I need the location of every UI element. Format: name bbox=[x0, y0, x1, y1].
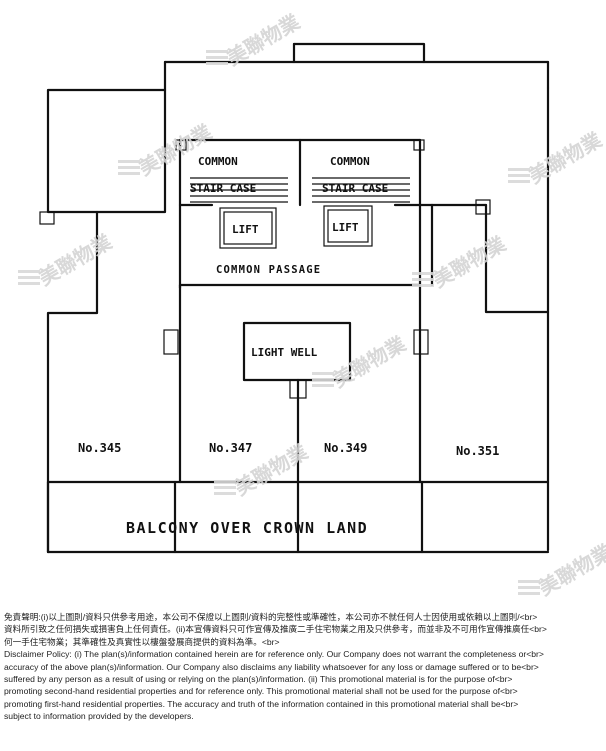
disclaimer-line: suffered by any person as a result of us… bbox=[4, 674, 513, 685]
disclaimer-line: 資料所引致之任何損失或損害負上任何責任。(ii)本宣傳資料只可作宣傳及推廣二手住… bbox=[4, 624, 547, 635]
disclaimer-line: Disclaimer Policy: (i) The plan(s)/infor… bbox=[4, 649, 544, 660]
svg-text:美聯物業: 美聯物業 bbox=[135, 119, 217, 180]
svg-text:美聯物業: 美聯物業 bbox=[525, 127, 606, 188]
label-staircase-right: STAIR CASE bbox=[322, 182, 388, 195]
svg-text:美聯物業: 美聯物業 bbox=[35, 229, 117, 290]
label-flat-349: No.349 bbox=[324, 441, 367, 455]
disclaimer-line: subject to information provided by the d… bbox=[4, 711, 194, 722]
floor-plan: COMMON STAIR CASE COMMON STAIR CASE LIFT… bbox=[18, 9, 606, 600]
watermark-logo-8: 美聯物業 bbox=[518, 539, 606, 600]
disclaimer-line: promoting second-hand residential proper… bbox=[4, 686, 518, 697]
watermark: 美聯物業 美聯物業 美聯物業 美聯物業 美聯物業 美聯物業 美聯物業 美聯物業 bbox=[18, 9, 606, 600]
plan-hatching bbox=[39, 139, 491, 399]
watermark-logo-4: 美聯物業 bbox=[18, 229, 117, 290]
label-balcony: BALCONY OVER CROWN LAND bbox=[126, 519, 368, 537]
disclaimer: 免責聲明:(i)以上圖則/資料只供參考用途，本公司不保證以上圖則/資料的完整性或… bbox=[4, 611, 604, 723]
label-flat-351: No.351 bbox=[456, 444, 499, 458]
label-staircase-left: STAIR CASE bbox=[190, 182, 256, 195]
plan-walls bbox=[46, 42, 550, 554]
label-lift-right: LIFT bbox=[332, 221, 359, 234]
label-lift-left: LIFT bbox=[232, 223, 259, 236]
disclaimer-line: 何一手住宅物業；其準確性及真實性以樓盤發展商提供的資料為準。<br> bbox=[4, 636, 280, 647]
disclaimer-line: 免責聲明:(i)以上圖則/資料只供參考用途，本公司不保證以上圖則/資料的完整性或… bbox=[4, 612, 538, 622]
watermark-logo-3: 美聯物業 bbox=[508, 127, 606, 188]
watermark-logo-6: 美聯物業 bbox=[312, 331, 411, 392]
svg-text:美聯物業: 美聯物業 bbox=[329, 331, 411, 392]
label-flat-345: No.345 bbox=[78, 441, 121, 455]
room-labels: COMMON STAIR CASE COMMON STAIR CASE LIFT… bbox=[78, 155, 499, 537]
watermark-logo-2: 美聯物業 bbox=[118, 119, 217, 180]
svg-text:美聯物業: 美聯物業 bbox=[429, 231, 511, 292]
disclaimer-line: accuracy of the above plan(s)/informatio… bbox=[4, 661, 539, 672]
label-light-well: LIGHT WELL bbox=[251, 346, 318, 359]
disclaimer-line: promoting first-hand residential propert… bbox=[4, 698, 519, 709]
label-flat-347: No.347 bbox=[209, 441, 252, 455]
svg-text:美聯物業: 美聯物業 bbox=[535, 539, 606, 600]
label-common-right: COMMON bbox=[330, 155, 370, 168]
label-common-left: COMMON bbox=[198, 155, 238, 168]
watermark-logo-5: 美聯物業 bbox=[412, 231, 511, 292]
label-common-passage: COMMON PASSAGE bbox=[216, 264, 321, 276]
